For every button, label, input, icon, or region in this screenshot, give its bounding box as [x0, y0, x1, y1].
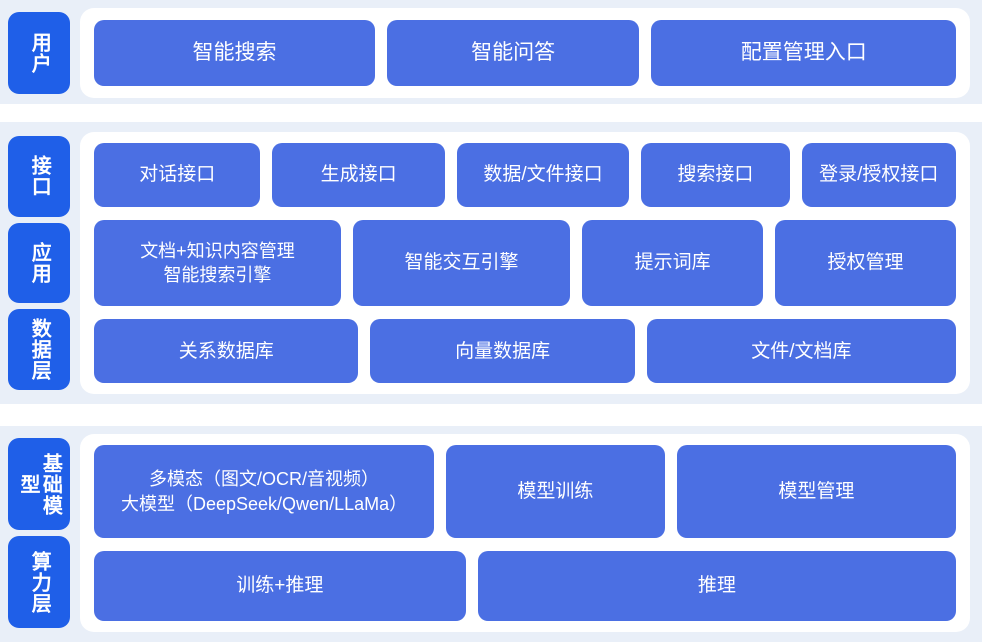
section-divider-upper	[0, 104, 982, 122]
panel-base: 多模态（图文/OCR/音视频） 大模型（DeepSeek/Qwen/LLaMa）…	[80, 434, 970, 632]
card-generation-interface[interactable]: 生成接口	[272, 143, 445, 207]
row-user-entries: 智能搜索 智能问答 配置管理入口	[94, 20, 956, 86]
row-application: 文档+知识内容管理 智能搜索引擎 智能交互引擎 提示词库 授权管理	[94, 219, 956, 307]
layer-tab-user[interactable]: 用户	[8, 12, 70, 94]
card-search-interface[interactable]: 搜索接口	[641, 143, 790, 207]
tab-column-base: 基础模型 算力层	[8, 434, 70, 632]
card-vector-database[interactable]: 向量数据库	[370, 319, 635, 383]
card-data-file-interface[interactable]: 数据/文件接口	[456, 143, 630, 207]
card-doc-knowledge-management[interactable]: 文档+知识内容管理 智能搜索引擎	[94, 219, 341, 307]
card-dialog-interface[interactable]: 对话接口	[94, 143, 261, 207]
card-config-management-entry[interactable]: 配置管理入口	[651, 20, 956, 86]
row-data: 关系数据库 向量数据库 文件/文档库	[94, 319, 956, 383]
panel-middle: 对话接口 生成接口 数据/文件接口 搜索接口 登录/授权接口 文档+知识内容管理…	[80, 132, 970, 394]
layer-tab-interface[interactable]: 接口	[8, 136, 70, 217]
layer-tab-foundation-model[interactable]: 基础模型	[8, 438, 70, 530]
row-model: 多模态（图文/OCR/音视频） 大模型（DeepSeek/Qwen/LLaMa）…	[94, 445, 956, 539]
card-inference[interactable]: 推理	[477, 551, 956, 622]
section-user: 用户 智能搜索 智能问答 配置管理入口	[0, 0, 982, 104]
row-compute: 训练+推理 推理	[94, 551, 956, 622]
panel-user: 智能搜索 智能问答 配置管理入口	[80, 8, 970, 98]
card-smart-interaction-engine[interactable]: 智能交互引擎	[352, 219, 571, 307]
card-file-document-store[interactable]: 文件/文档库	[646, 319, 956, 383]
card-model-management[interactable]: 模型管理	[676, 445, 956, 539]
card-multimodal-large-model[interactable]: 多模态（图文/OCR/音视频） 大模型（DeepSeek/Qwen/LLaMa）	[94, 445, 435, 539]
card-authorization-management[interactable]: 授权管理	[775, 219, 956, 307]
section-middle: 接口 应用 数据层 对话接口 生成接口 数据/文件接口 搜索接口 登录/授权接口…	[0, 122, 982, 404]
card-relational-database[interactable]: 关系数据库	[94, 319, 359, 383]
card-login-auth-interface[interactable]: 登录/授权接口	[801, 143, 956, 207]
section-divider-lower	[0, 404, 982, 426]
layer-tab-data[interactable]: 数据层	[8, 309, 70, 391]
tab-column-middle: 接口 应用 数据层	[8, 132, 70, 394]
card-smart-qa[interactable]: 智能问答	[386, 20, 640, 86]
tab-column-user: 用户	[8, 8, 70, 98]
card-prompt-library[interactable]: 提示词库	[582, 219, 764, 307]
card-smart-search[interactable]: 智能搜索	[94, 20, 375, 86]
card-model-training[interactable]: 模型训练	[446, 445, 665, 539]
layer-tab-application[interactable]: 应用	[8, 222, 70, 304]
row-interface: 对话接口 生成接口 数据/文件接口 搜索接口 登录/授权接口	[94, 143, 956, 207]
card-train-and-inference[interactable]: 训练+推理	[94, 551, 466, 622]
section-base: 基础模型 算力层 多模态（图文/OCR/音视频） 大模型（DeepSeek/Qw…	[0, 426, 982, 642]
layer-tab-compute[interactable]: 算力层	[8, 536, 70, 628]
